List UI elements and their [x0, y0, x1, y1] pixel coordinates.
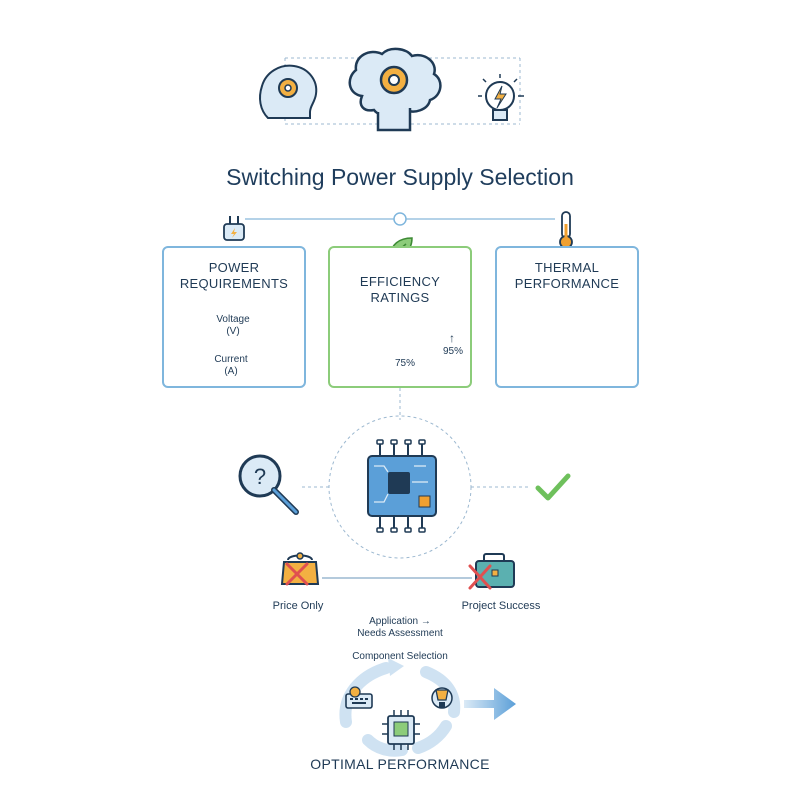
plug-icon — [223, 216, 245, 241]
arrow-right-icon — [464, 688, 516, 720]
voltage-unit: (V) — [226, 326, 240, 337]
current-label: Current — [214, 354, 248, 365]
central-chip-icon — [367, 439, 437, 533]
price-only-label: Price Only — [272, 600, 324, 612]
card-connector — [245, 212, 555, 226]
current-unit: (A) — [224, 366, 238, 377]
purse-icon — [280, 552, 320, 585]
card-power-requirements: POWER REQUIREMENTS Voltage (V) Current (… — [162, 246, 306, 388]
page-title: Switching Power Supply Selection — [226, 164, 574, 190]
efficiency-bar-value: 75% — [394, 358, 415, 369]
brain-gear-icon — [348, 47, 442, 132]
checkmark-icon — [535, 473, 571, 501]
up-arrow-icon: ↑ — [449, 331, 455, 345]
card-title-line1: EFFICIENCY — [359, 274, 441, 289]
cross-briefcase-icon — [468, 564, 492, 590]
card-title-line1: POWER — [208, 260, 260, 275]
cross-icon — [285, 562, 309, 586]
thermometer-icon — [559, 211, 573, 249]
card-efficiency-ratings: EFFICIENCY RATINGS 75% ↑ 95% — [328, 246, 472, 388]
magnifier-question-icon: ? — [238, 454, 299, 515]
voltage-label: Voltage — [216, 314, 250, 325]
trophy-icon — [431, 687, 453, 709]
keyboard-lock-icon — [345, 686, 373, 709]
cycle-step1-line1: Application → — [369, 616, 431, 627]
svg-text:?: ? — [254, 464, 266, 489]
lightbulb-bolt-icon — [478, 74, 524, 121]
card-title-line2: REQUIREMENTS — [179, 276, 289, 291]
project-success-label: Project Success — [461, 600, 541, 612]
head-gear-small-icon — [259, 64, 318, 119]
efficiency-target-value: 95% — [442, 346, 463, 357]
briefcase-icon — [475, 553, 515, 588]
optimal-performance-label: OPTIMAL PERFORMANCE — [310, 756, 490, 772]
cycle-step1-line2: Needs Assessment — [357, 628, 443, 639]
cycle-chip-icon — [382, 710, 420, 750]
card-thermal-performance: THERMAL PERFORMANCE — [495, 246, 639, 388]
cycle-step2-label: Component Selection — [352, 651, 448, 662]
card-title-line2: RATINGS — [370, 290, 430, 305]
card-title-line1: THERMAL — [534, 260, 600, 275]
card-title-line2: PERFORMANCE — [514, 276, 620, 291]
